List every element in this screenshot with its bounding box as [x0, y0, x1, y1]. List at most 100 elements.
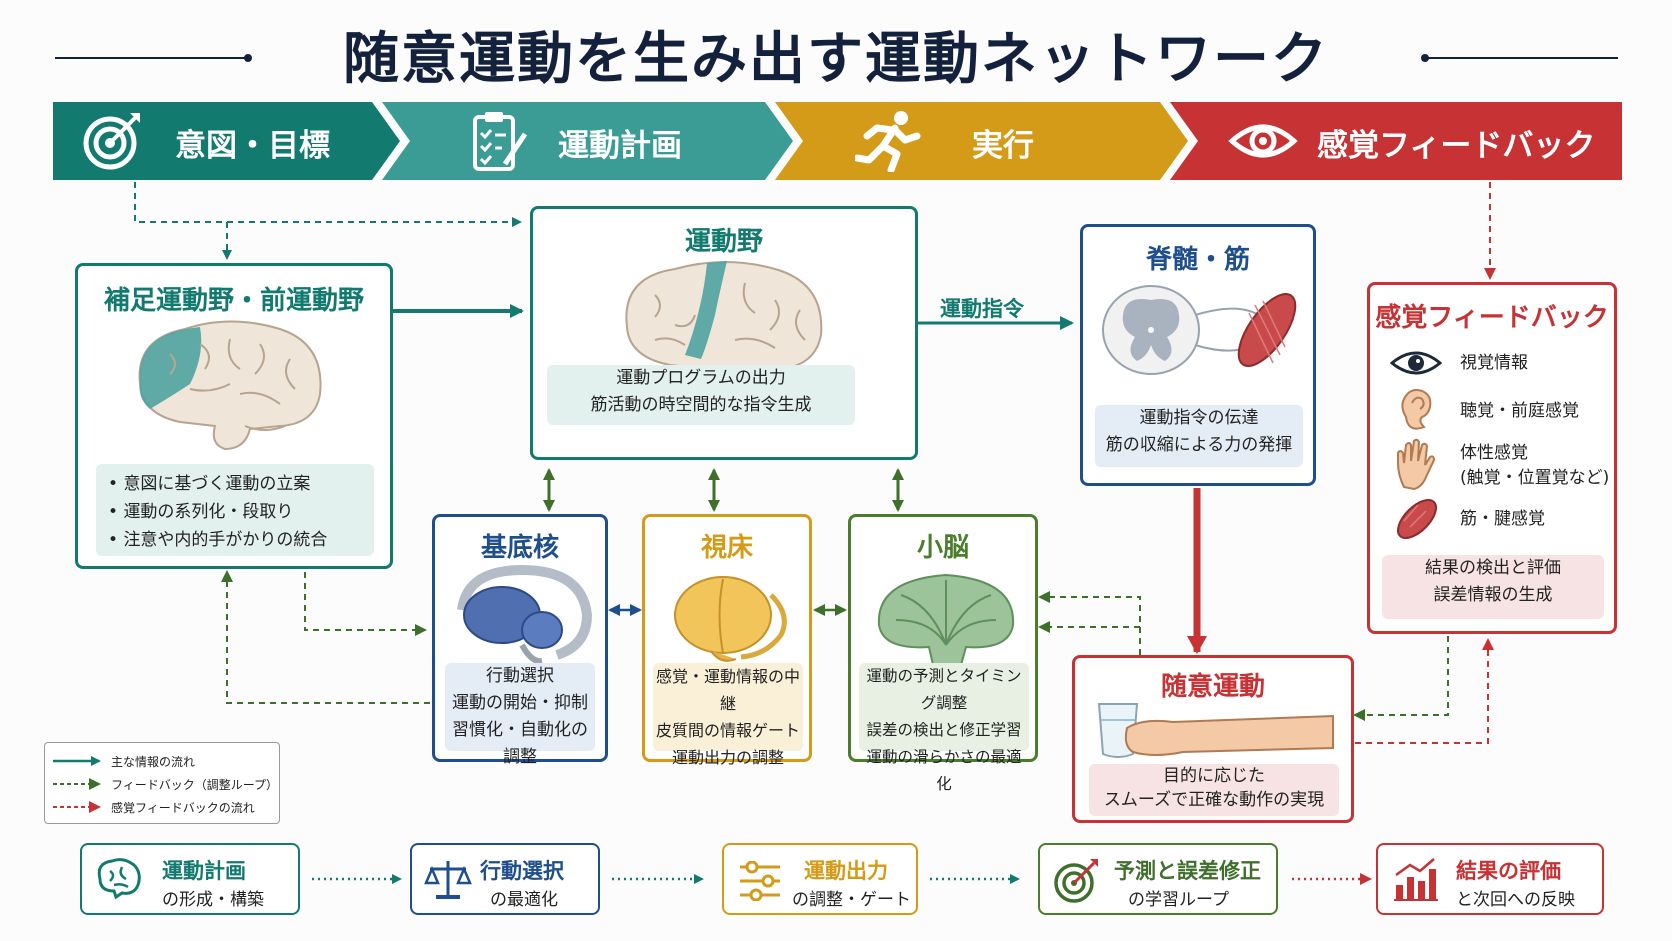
voluntary-line: スムーズで正確な動作の実現	[1103, 790, 1325, 810]
scale-icon	[424, 861, 472, 899]
stage-label-execute: 実行	[972, 128, 1034, 164]
sense-somatosensory-sub: (触覚・位置覚など)	[1460, 468, 1610, 488]
stage-label-feedback: 感覚フィードバック	[1317, 128, 1596, 164]
ear-icon	[1401, 389, 1432, 430]
legend-sensory-flow: 感覚フィードバックの流れ	[111, 801, 255, 815]
sensory-title: 感覚フィードバック	[1375, 303, 1609, 333]
stage-label-plan: 運動計画	[558, 128, 682, 164]
sense-muscle-tendon: 筋・腱感覚	[1460, 509, 1545, 529]
basal-line: 習慣化・自動化の調整	[452, 720, 588, 767]
summary-title: 行動選択	[480, 859, 564, 883]
sma-bullets: 意図に基づく運動の立案 運動の系列化・段取り 注意や内的手がかりの統合	[96, 464, 374, 556]
summary-sub: の学習ループ	[1128, 890, 1229, 910]
target-icon	[83, 113, 140, 170]
motor-title: 運動野	[684, 227, 763, 257]
legend: 主な情報の流れ フィードバック（調整ループ） 感覚フィードバックの流れ	[44, 742, 280, 824]
stage-label-intent: 意図・目標	[175, 128, 330, 164]
motor-cortex-box: 運動野 運動プログラムの出力 筋活動の時空間的な指令生成	[530, 206, 918, 460]
spinal-title: 脊髄・筋	[1145, 245, 1250, 275]
basal-ganglia-box: 基底核 行動選択 運動の開始・抑制 習慣化・自動化の調整	[432, 514, 608, 767]
brain-sma-illustration	[138, 320, 322, 451]
spinal-line: 筋の収縮による力の発揮	[1105, 435, 1293, 455]
summary-title: 結果の評価	[1456, 859, 1561, 883]
sense-somatosensory: 体性感覚	[1460, 443, 1528, 463]
basal-title: 基底核	[480, 533, 559, 563]
basal-loop-dashed	[221, 570, 430, 704]
basal-line: 運動の開始・抑制	[452, 693, 588, 713]
summary-title: 運動出力	[804, 859, 888, 883]
eye-icon	[1228, 124, 1298, 158]
thalamus-line: 運動出力の調整	[671, 748, 784, 767]
thalamus-line: 感覚・運動情報の中継	[655, 667, 800, 713]
runner-icon	[855, 111, 921, 172]
target-icon	[1054, 859, 1098, 903]
sensory-panel: 結果の検出と評価 誤差情報の生成	[1382, 555, 1604, 619]
cerebellum-line: 運動の滑らかさの最適化	[866, 748, 1022, 793]
basal-panel: 行動選択 運動の開始・抑制 習慣化・自動化の調整	[445, 663, 595, 767]
spinal-panel: 運動指令の伝達 筋の収縮による力の発揮	[1095, 405, 1303, 467]
chart-icon	[1394, 858, 1438, 901]
stage-2-shape	[382, 102, 793, 180]
arm-glass-illustration	[1097, 703, 1334, 758]
thalamus-box: 視床 感覚・運動情報の中継 皮質間の情報ゲート 運動出力の調整	[642, 514, 812, 767]
motor-line: 筋活動の時空間的な指令生成	[590, 395, 812, 415]
summary-box-prediction: 予測と誤差修正 の学習ループ	[1038, 843, 1278, 915]
voluntary-panel: 目的に応じた スムーズで正確な動作の実現	[1089, 764, 1339, 816]
legend-swatches	[53, 756, 101, 813]
sense-visual: 視覚情報	[1460, 353, 1528, 373]
thalamus-panel: 感覚・運動情報の中継 皮質間の情報ゲート 運動出力の調整	[653, 663, 803, 767]
cerebellum-line: 誤差の検出と修正学習	[866, 721, 1022, 739]
basal-ganglia-illustration	[457, 565, 593, 665]
eye-icon	[1390, 351, 1442, 375]
voluntary-line: 目的に応じた	[1163, 766, 1265, 786]
sma-title: 補足運動野・前運動野	[103, 286, 364, 316]
thalamus-title: 視床	[700, 533, 753, 563]
summary-title: 予測と誤差修正	[1114, 859, 1261, 883]
spinal-line: 運動指令の伝達	[1139, 408, 1259, 428]
stage-banner	[53, 102, 1622, 180]
summary-sub: と次回への反映	[1456, 890, 1575, 910]
motor-command-label: 運動指令	[940, 297, 1024, 321]
cerebellum-line: 運動の予測とタイミング調整	[866, 667, 1022, 712]
cerebellum-loop-dashed	[1038, 591, 1141, 655]
cerebellum-illustration	[877, 573, 1015, 666]
stage-3-shape	[775, 102, 1188, 180]
sma-box: 補足運動野・前運動野 意図に基づく運動の立案 運動の系列化・段取り 注意や内的手…	[75, 263, 393, 569]
summary-sub: の調整・ゲート	[792, 890, 911, 910]
stage-4-shape	[1170, 102, 1622, 180]
cerebellum-box: 小脳 運動の予測とタイミング調整 誤差の検出と修正学習 運動の滑らかさの最適化	[848, 514, 1038, 793]
brain-icon	[97, 858, 141, 900]
page-title: 随意運動を生み出す運動ネットワーク	[343, 27, 1329, 92]
basal-line: 行動選択	[486, 666, 554, 686]
sliders-icon	[740, 861, 780, 901]
sma-bullet: 意図に基づく運動の立案	[108, 470, 374, 498]
motor-line: 運動プログラムの出力	[616, 368, 786, 388]
hand-icon	[1397, 438, 1436, 491]
voluntary-movement-box: 随意運動 目的に応じた スムーズで正確な動作の実現	[1072, 655, 1354, 823]
cerebellum-panel: 運動の予測とタイミング調整 誤差の検出と修正学習 運動の滑らかさの最適化	[859, 663, 1029, 793]
muscle-icon	[1397, 499, 1437, 539]
sensory-feedback-box: 感覚フィードバック 視覚情報 聴覚・前庭感覚 体性感覚 (触覚・位置覚など) 筋…	[1367, 282, 1617, 634]
thalamus-line: 皮質間の情報ゲート	[655, 721, 800, 740]
sensory-line: 誤差情報の生成	[1433, 585, 1553, 605]
legend-feedback-loop: フィードバック（調整ループ）	[111, 778, 279, 792]
summary-box-planning: 運動計画 の形成・構築	[80, 843, 300, 915]
summary-box-output: 運動出力 の調整・ゲート	[722, 843, 918, 915]
thalamus-illustration	[674, 576, 787, 662]
cerebellum-title: 小脳	[916, 533, 969, 563]
spinal-cord-muscle-illustration	[1102, 285, 1297, 375]
clipboard-icon	[473, 112, 528, 171]
spinal-muscle-box: 脊髄・筋 運動指令の伝達 筋の収縮による力の発揮	[1080, 224, 1316, 486]
summary-box-evaluation: 結果の評価 と次回への反映	[1376, 843, 1604, 915]
summary-box-selection: 行動選択 の最適化	[410, 843, 600, 915]
summary-sub: の最適化	[490, 890, 558, 910]
motor-panel: 運動プログラムの出力 筋活動の時空間的な指令生成	[547, 365, 855, 425]
sensory-line: 結果の検出と評価	[1425, 558, 1561, 578]
summary-title: 運動計画	[162, 859, 246, 883]
sma-bullet: 運動の系列化・段取り	[108, 498, 374, 526]
sense-auditory: 聴覚・前庭感覚	[1460, 401, 1579, 421]
summary-sub: の形成・構築	[162, 890, 264, 910]
voluntary-title: 随意運動	[1160, 672, 1265, 702]
sma-bullet: 注意や内的手がかりの統合	[108, 526, 374, 554]
legend-main-flow: 主な情報の流れ	[111, 755, 196, 769]
